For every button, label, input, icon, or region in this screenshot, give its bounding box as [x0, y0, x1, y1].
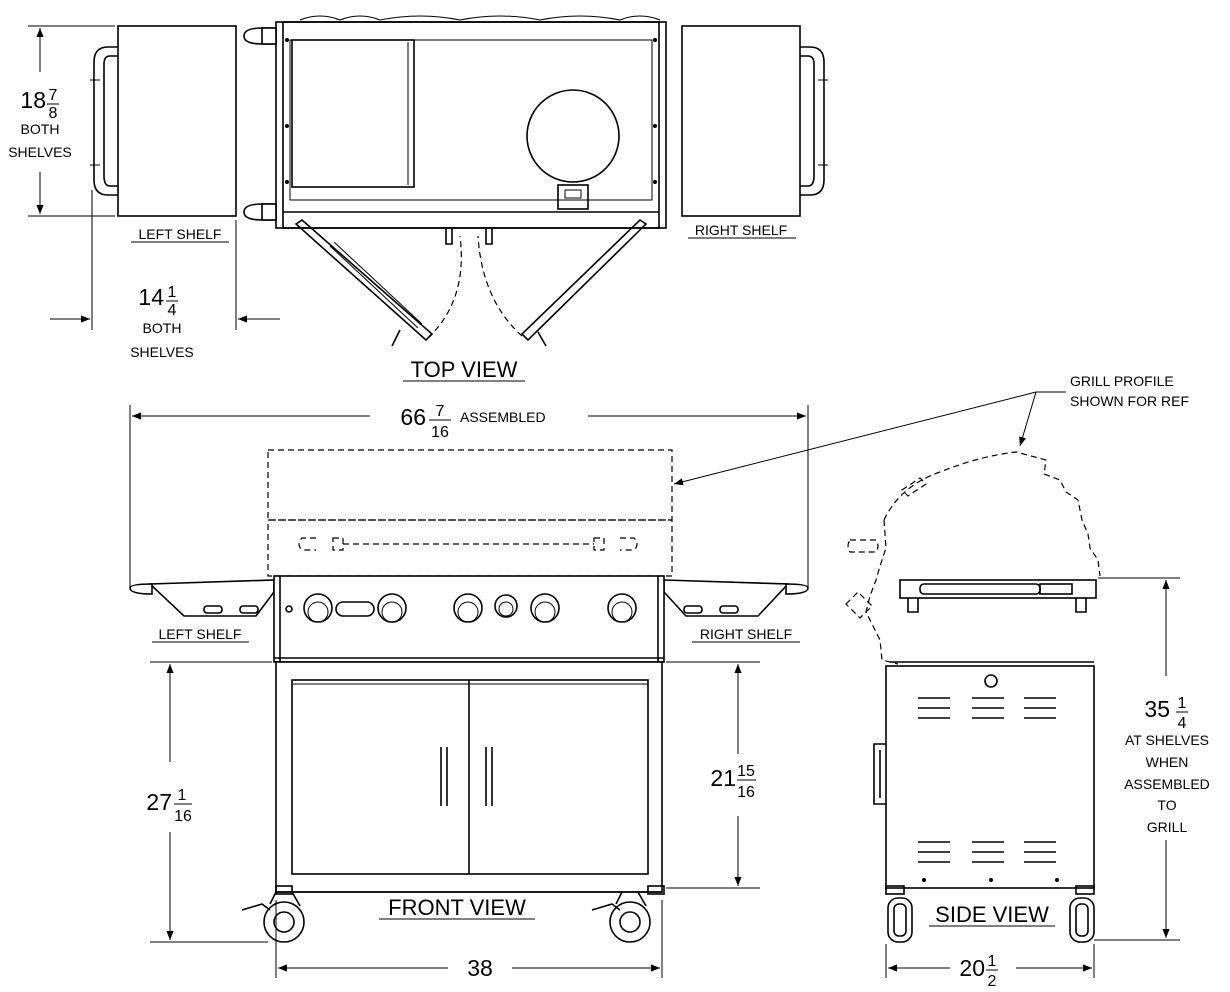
grill-profile-callout: GRILL PROFILE SHOWN FOR REF: [673, 373, 1189, 486]
top-grill-body: [243, 21, 667, 245]
dim-overall-width-whole: 66: [400, 404, 426, 430]
dim-shelf-depth: 18 7 8 BOTH SHELVES: [8, 25, 115, 217]
front-right-shelf-label: RIGHT SHELF: [700, 626, 792, 642]
dim-shelf-width-den: 4: [168, 302, 177, 319]
dim-shelf-width-num: 1: [168, 284, 177, 301]
dim-shelf-width: 14 1 4 BOTH SHELVES: [50, 190, 280, 360]
dim-overall-width-num: 7: [436, 403, 445, 420]
front-right-shelf: [663, 579, 809, 617]
side-vents-bottom: [918, 841, 1056, 863]
top-open-doors: [294, 218, 648, 347]
top-left-shelf: [90, 25, 237, 217]
dim-cart-width: 38: [275, 900, 663, 981]
dim-shelf-height-front-den: 16: [737, 784, 755, 801]
side-view-title: SIDE VIEW: [935, 902, 1049, 927]
dim-cart-height-whole: 27: [146, 789, 172, 815]
dim-cart-depth-whole: 20: [959, 955, 985, 981]
dim-shelf-height-side-note-3: TO: [1157, 797, 1176, 813]
dim-overall-width-note: ASSEMBLED: [460, 409, 546, 425]
dim-cart-depth-den: 2: [988, 973, 997, 990]
dim-shelf-height-side: 35 1 4 AT SHELVES WHEN ASSEMBLED TO GRIL…: [1094, 577, 1210, 941]
dim-shelf-height-side-whole: 35: [1144, 696, 1170, 722]
dim-cart-depth: 20 1 2: [885, 944, 1095, 990]
dim-shelf-height-front-num: 15: [737, 763, 755, 780]
dim-cart-height-num: 1: [178, 787, 187, 804]
dim-shelf-height-side-note-2: ASSEMBLED: [1124, 776, 1210, 792]
callout-line2: SHOWN FOR REF: [1070, 393, 1189, 409]
side-cabinet: [873, 661, 1095, 895]
dim-cart-height-den: 16: [174, 808, 192, 825]
dim-shelf-width-whole: 14: [138, 284, 164, 310]
dim-shelf-depth-whole: 18: [20, 87, 46, 113]
front-left-shelf: [129, 579, 275, 617]
side-vents-top: [918, 697, 1056, 719]
dim-shelf-depth-note1: BOTH: [21, 121, 60, 137]
front-cart: [241, 661, 665, 943]
dim-shelf-depth-den: 8: [49, 105, 58, 122]
dim-shelf-depth-note2: SHELVES: [8, 144, 72, 160]
top-right-shelf-label: RIGHT SHELF: [695, 222, 787, 238]
top-view: LEFT SHELF RIGHT SHELF TOP VIEW 18 7 8 B…: [8, 15, 828, 382]
dim-shelf-height-front: 21 15 16: [666, 661, 760, 889]
front-view: 66 7 16 ASSEMBLED: [129, 403, 809, 981]
dim-cart-height: 27 1 16: [146, 661, 272, 943]
dim-shelf-height-side-note-0: AT SHELVES: [1125, 732, 1209, 748]
top-view-title: TOP VIEW: [411, 357, 518, 382]
dim-shelf-width-note2: SHELVES: [130, 344, 194, 360]
side-shelf: [899, 579, 1097, 613]
top-left-shelf-label: LEFT SHELF: [139, 226, 222, 242]
dim-cart-depth-num: 1: [988, 953, 997, 970]
dim-shelf-height-side-note-1: WHEN: [1146, 754, 1189, 770]
callout-line1: GRILL PROFILE: [1070, 373, 1174, 389]
front-control-panel: [273, 575, 665, 663]
top-right-shelf: [681, 25, 828, 217]
dim-shelf-height-side-note-4: GRILL: [1147, 819, 1188, 835]
side-view: SIDE VIEW 35 1 4 AT SHELVES WHEN ASSEMBL…: [845, 451, 1210, 990]
dim-overall-width: 66 7 16 ASSEMBLED: [129, 403, 809, 590]
front-view-title: FRONT VIEW: [388, 895, 526, 920]
dim-shelf-width-note1: BOTH: [143, 320, 182, 336]
dim-shelf-depth-num: 7: [49, 87, 58, 104]
dim-shelf-height-side-num: 1: [1178, 695, 1187, 712]
front-left-shelf-label: LEFT SHELF: [159, 626, 242, 642]
dim-overall-width-den: 16: [431, 424, 449, 441]
dim-shelf-height-front-whole: 21: [710, 765, 736, 791]
dim-shelf-height-side-den: 4: [1178, 715, 1187, 732]
dim-cart-width-value: 38: [467, 955, 493, 981]
